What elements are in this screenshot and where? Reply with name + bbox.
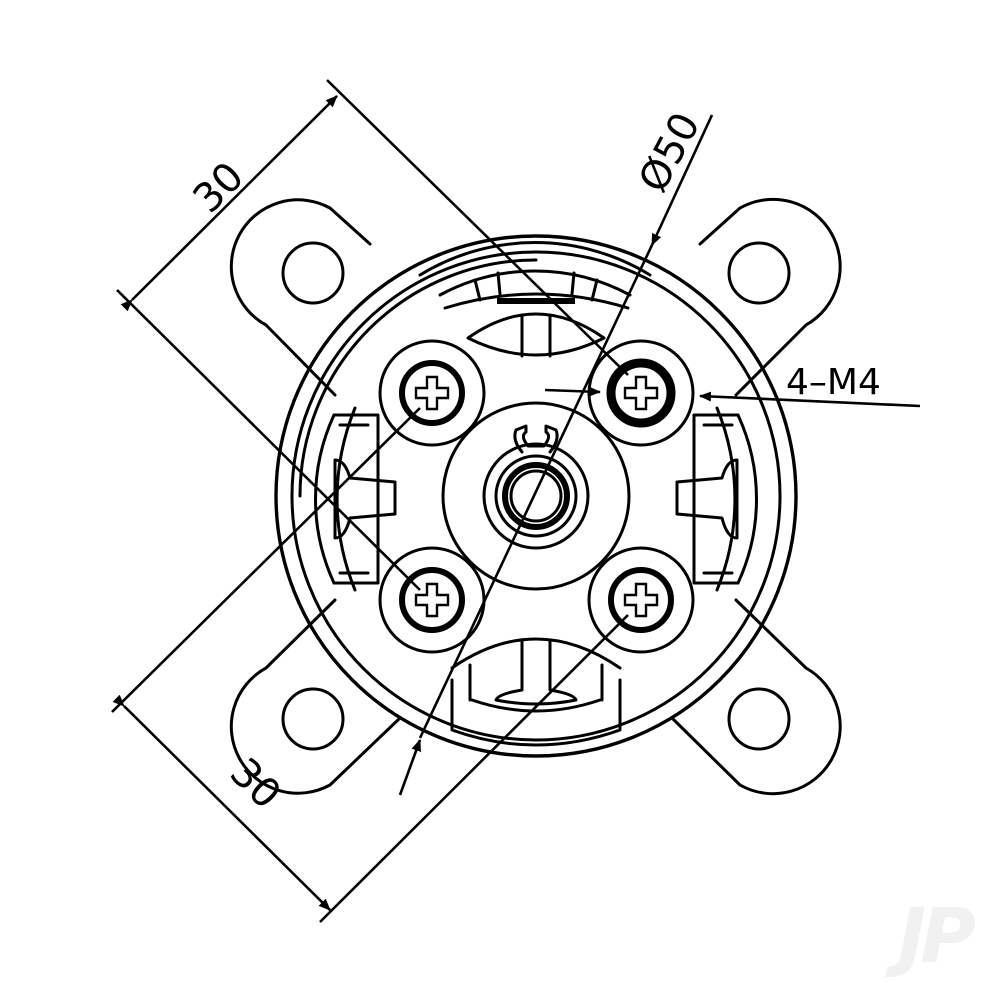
mount-hole-bottom-right: [727, 687, 791, 751]
dimension-30-top-label: 30: [185, 154, 254, 223]
mount-hole-bottom-left: [281, 687, 345, 751]
motor-body: [274, 234, 798, 758]
motor-shaft: [509, 469, 563, 523]
mount-hole-top-right: [727, 241, 791, 305]
top-vent: [418, 241, 652, 358]
watermark-logo: JP: [898, 891, 976, 980]
dimension-diameter: [398, 114, 714, 796]
right-side-vent: [675, 406, 758, 592]
dimension-30-bottom: [111, 407, 629, 923]
screw-callout-leader: [544, 386, 921, 408]
screw-bottom-right: [587, 546, 695, 654]
screw-top-left: [378, 339, 486, 447]
dimension-30-top: [116, 79, 629, 591]
center-hub: [441, 401, 631, 591]
bottom-vent: [450, 637, 622, 747]
left-side-vent: [314, 406, 397, 592]
screw-callout-label: 4–M4: [786, 362, 881, 403]
mount-hole-top-left: [281, 241, 345, 305]
dimension-diameter-label: Ø50: [630, 105, 709, 199]
dimension-30-bottom-label: 30: [221, 750, 290, 819]
screw-top-right: [587, 339, 695, 447]
